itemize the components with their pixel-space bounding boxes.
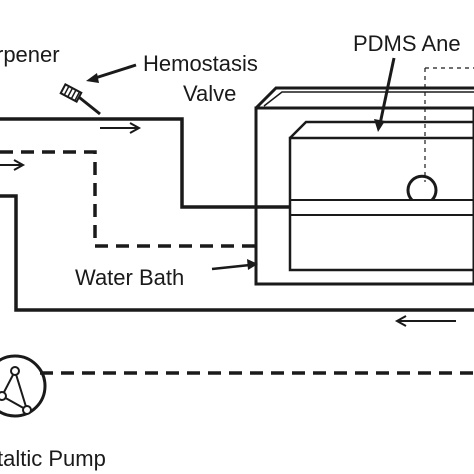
water-bath-tank	[254, 86, 474, 286]
water-bath-label-arrow	[211, 259, 258, 271]
inflow-tube	[0, 117, 290, 209]
pdms-leader-dashed	[424, 67, 474, 182]
flow-arrow-right-top	[100, 122, 142, 134]
return-tube	[0, 194, 474, 312]
peristaltic-pump-icon	[0, 354, 47, 418]
sharpener-label: rpener	[0, 42, 60, 67]
water-bath-dashed-loop	[0, 150, 256, 248]
water-bath-label: Water Bath	[75, 265, 184, 290]
pdms-model-block	[288, 120, 474, 272]
hemostasis-label-arrow	[86, 63, 137, 83]
pdms-label: PDMS Ane	[353, 31, 461, 56]
hemostasis-valve-icon	[59, 83, 101, 116]
flow-arrow-left-return	[394, 315, 456, 327]
hemostasis-label-line1: Hemostasis	[143, 51, 258, 76]
pdms-label-arrow	[374, 57, 396, 132]
hemostasis-label-line2: Valve	[183, 81, 236, 106]
flow-arrow-right-left	[0, 159, 26, 171]
aneurysm-bulb	[406, 174, 438, 202]
pump-label: taltic Pump	[0, 446, 106, 471]
